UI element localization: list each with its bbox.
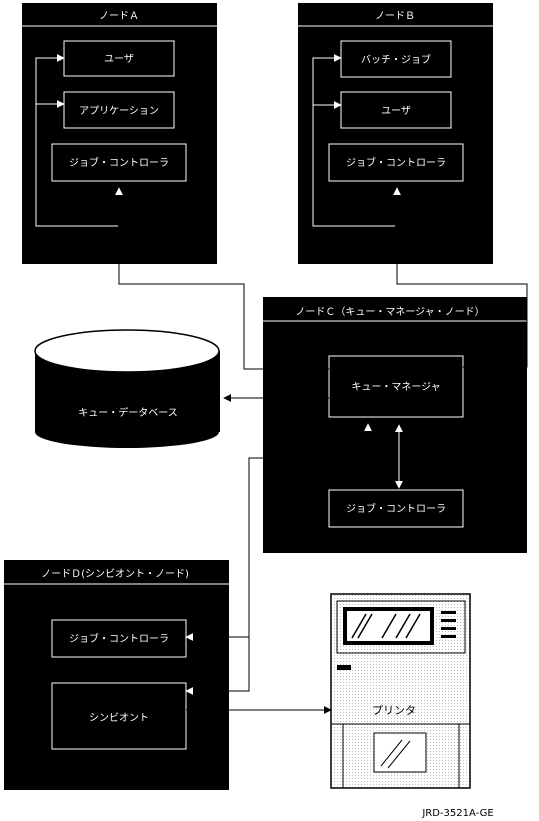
queue-manager-to-node-b-arrow: [393, 187, 528, 371]
node-d-title: ノードＤ(シンビオント・ノード): [41, 568, 189, 580]
queue-manager-to-node-a-arrow: [115, 187, 330, 373]
node-a-title: ノードＡ: [99, 11, 139, 22]
queue-manager-to-symbiont-arrow: [185, 423, 372, 695]
symbiont-label: シンビオント: [89, 712, 149, 724]
node-c-panel: ノードＣ（キュー・マネージャ・ノード） キュー・マネージャ ジョブ・コントローラ: [263, 297, 527, 553]
node-b-job-controller-box: [328, 143, 464, 182]
node-a-application-label: アプリケーション: [79, 105, 159, 117]
connections: [115, 187, 528, 714]
node-b-user-label: ユーザ: [381, 105, 411, 117]
printer: プリンタ: [330, 593, 471, 789]
queue-database-label: キュー・データベース: [78, 406, 178, 419]
node-b-user-box: [340, 91, 452, 129]
node-b-batch-job-label: バッチ・ジョブ: [361, 53, 431, 66]
node-c-job-controller-label: ジョブ・コントローラ: [346, 502, 446, 515]
printer-label: プリンタ: [372, 704, 416, 717]
symbiont-box: [51, 682, 187, 750]
figure-id: JRD-3521A-GE: [421, 808, 493, 819]
node-c-title: ノードＣ（キュー・マネージャ・ノード）: [295, 306, 484, 318]
node-a-job-controller-box: [51, 143, 187, 182]
node-d-panel: ノードＤ(シンビオント・ノード) ジョブ・コントローラ シンビオント: [4, 560, 229, 790]
node-b-title: ノードＢ: [375, 11, 415, 22]
node-b-job-controller-label: ジョブ・コントローラ: [346, 156, 446, 169]
node-a-application-box: [63, 91, 175, 129]
node-b-panel: ノードＢ バッチ・ジョブ ユーザ ジョブ・コントローラ: [298, 3, 493, 264]
node-a-job-controller-label: ジョブ・コントローラ: [69, 156, 169, 169]
node-a-user-label: ユーザ: [104, 53, 134, 65]
node-a-to-user-arrow: [35, 54, 118, 227]
queue-database: キュー・データベース: [34, 329, 220, 448]
queue-manager-label: キュー・マネージャ: [351, 381, 440, 393]
node-b-to-batch-job-arrow: [312, 54, 395, 227]
node-d-job-controller-label: ジョブ・コントローラ: [69, 632, 169, 645]
